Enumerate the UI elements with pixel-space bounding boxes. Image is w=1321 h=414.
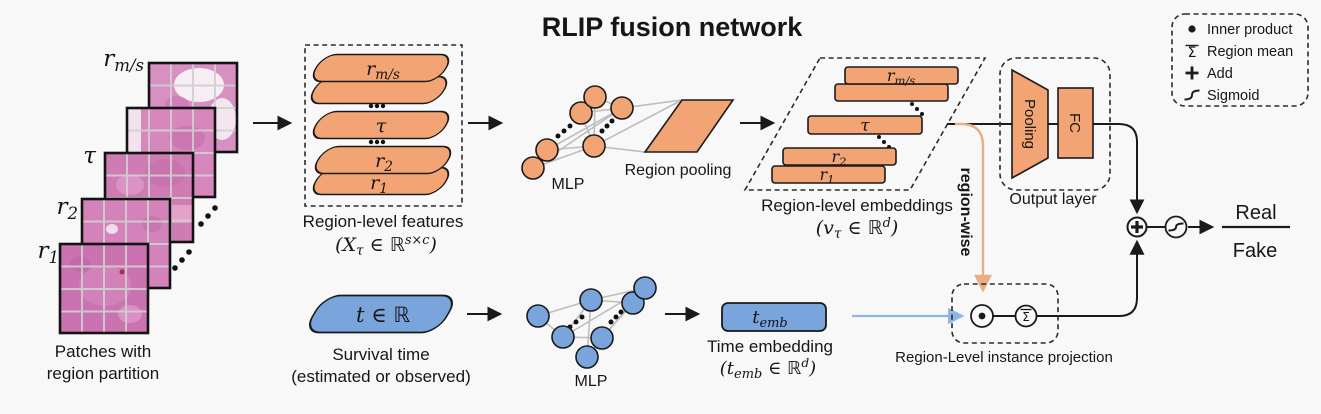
time-embedding-math: (temb ∈ ℝd) [720, 356, 816, 382]
embeddings-math: (vτ ∈ ℝd) [816, 216, 899, 242]
features-bar-label-tau: τ [376, 115, 387, 137]
time-embedding-shape [721, 302, 827, 332]
region-mean-icon: Σ [1185, 44, 1199, 61]
legend: Inner product Σ Region mean Add Sigmoid [1171, 13, 1309, 107]
fake-label: Fake [1233, 240, 1277, 262]
legend-box [1171, 13, 1309, 107]
pooling-label: Pooling [1021, 99, 1038, 149]
patch-label-rms: rm/s [103, 46, 144, 75]
svg-text:Σ: Σ [1022, 310, 1030, 324]
projection-caption: Region-Level instance projection [895, 349, 1113, 366]
mlp-top-label: MLP [552, 176, 585, 193]
features-bar-label-r1: r1 [370, 172, 388, 197]
mlp-top: MLP Region pooling [521, 85, 735, 193]
patch-stack: rm/s τ r2 r1 Patches with region partiti… [37, 46, 239, 383]
features-dashed-box [304, 44, 463, 207]
patch-image-r1 [58, 242, 150, 335]
features-bar-label-r2: r2 [375, 150, 393, 175]
sigmoid-icon [1184, 89, 1200, 101]
time-embedding: temb Time embedding (temb ∈ ℝd) [707, 302, 833, 382]
patches-caption-line2: region partition [47, 364, 159, 383]
embeddings-bar-label-rms: rm/s [887, 66, 915, 88]
region-wise-label: region-wise [957, 168, 974, 257]
inner-product-icon [1188, 25, 1196, 33]
survival-time-shape [309, 294, 453, 334]
features-ellipsis-icon [368, 103, 386, 145]
pooling-shape [1011, 68, 1049, 180]
legend-item-label: Sigmoid [1207, 88, 1259, 104]
page-title: RLIP fusion network [542, 12, 804, 42]
mlp-bottom: MLP [526, 276, 657, 390]
mlp-top-ellipsis-icon [555, 118, 615, 139]
survival-caption-line2: (estimated or observed) [291, 367, 471, 386]
legend-item-label: Region mean [1207, 44, 1293, 60]
add-icon [1185, 66, 1199, 80]
region-pooling-label: Region pooling [625, 162, 732, 179]
survival-time: t ∈ ℝ Survival time (estimated or observ… [291, 294, 471, 386]
output-layer: Pooling FC Output layer [999, 57, 1111, 208]
region-wise-arrow [955, 122, 992, 293]
instance-projection: Σ Region-Level instance projection [895, 283, 1113, 366]
survival-caption-line1: Survival time [332, 345, 429, 364]
embeddings-bar-label-r2: r2 [832, 147, 847, 169]
fc-shape [1057, 87, 1094, 159]
fusion-output: Real Fake [1126, 202, 1290, 262]
fc-label: FC [1066, 113, 1083, 133]
region-features-box: rm/s τ r2 r1 Region-level features (Xτ ∈… [303, 44, 464, 259]
mlp-bottom-ellipsis-icon [567, 309, 624, 330]
output-layer-dashed-box [999, 57, 1111, 191]
add-icon [1126, 216, 1148, 238]
embeddings-bar-label-r1: r1 [820, 165, 835, 187]
time-embedding-caption: Time embedding [707, 337, 833, 356]
real-label: Real [1235, 202, 1276, 224]
region-pooling-shape [643, 99, 735, 153]
features-math: (Xτ ∈ ℝs×c) [335, 233, 437, 259]
projection-dashed-box [951, 283, 1059, 344]
patches-caption-line1: Patches with [55, 342, 151, 361]
region-mean-icon: Σ [1014, 304, 1038, 328]
wire-projection-to-plus [1037, 239, 1145, 317]
legend-item-label: Inner product [1207, 22, 1292, 38]
embeddings-ellipsis-icon [877, 102, 924, 149]
features-caption: Region-level features [303, 212, 464, 231]
time-embedding-value: temb [752, 307, 787, 331]
svg-text:Σ: Σ [1188, 45, 1197, 61]
mlp-bottom-label: MLP [575, 373, 608, 390]
output-layer-caption: Output layer [1009, 191, 1097, 208]
patch-label-r2: r2 [56, 194, 78, 223]
patch-label-tau: τ [83, 143, 97, 169]
patch-label-r1: r1 [37, 238, 59, 267]
embeddings-caption: Region-level embeddings [761, 196, 953, 215]
stack-ellipsis-icon [172, 205, 218, 271]
inner-product-dot [978, 312, 986, 320]
embeddings-bar-label-tau: τ [860, 116, 870, 136]
sigmoid-icon [1164, 215, 1188, 239]
wire-output-to-plus [947, 123, 1145, 215]
survival-time-value: t ∈ ℝ [356, 303, 410, 327]
legend-item-label: Add [1207, 66, 1233, 82]
region-embeddings: rm/s τ r2 r1 Region-level embeddings (vτ… [743, 57, 987, 242]
features-bar-label-rms: rm/s [366, 58, 400, 83]
